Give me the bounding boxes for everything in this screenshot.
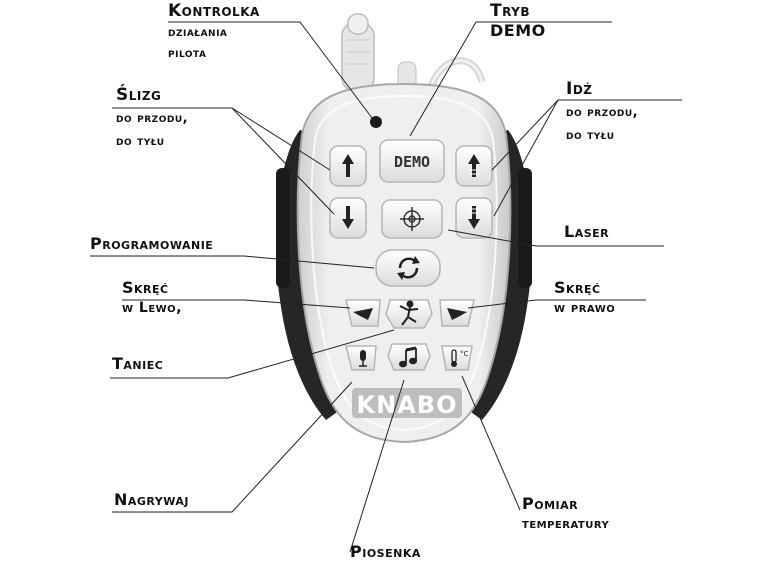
label-line: Nagrywaj <box>114 490 190 509</box>
label-kontrolka: Kontrolka działania pilota <box>168 2 260 63</box>
label-line: Skręć <box>122 278 169 297</box>
label-skrec-lewo: Skręć w Lewo, <box>122 278 182 318</box>
turn-left-button[interactable] <box>345 299 381 327</box>
brand-logo: KNABO <box>357 391 458 419</box>
label-pomiar: Pomiar temperatury <box>522 494 609 534</box>
microphone-icon <box>359 350 367 367</box>
label-idz: Idź do przodu, do tyłu <box>566 80 638 145</box>
label-line: Pomiar <box>522 494 579 513</box>
left-grip <box>276 130 340 420</box>
label-line: Kontrolka <box>168 1 260 21</box>
temperature-button[interactable]: °C <box>441 345 473 371</box>
leader-lines <box>90 21 682 553</box>
label-programowanie: Programowanie <box>90 234 213 253</box>
turn-right-icon <box>447 308 467 320</box>
label-line: w Lewo, <box>122 300 183 316</box>
walk-forward-button[interactable] <box>455 145 493 187</box>
label-taniec: Taniec <box>112 354 163 373</box>
right-grip <box>468 130 532 420</box>
music-note-icon <box>399 346 417 368</box>
slide-forward-button[interactable] <box>329 145 367 187</box>
label-piosenka: Piosenka <box>350 542 421 561</box>
turn-right-button[interactable] <box>439 299 475 327</box>
temp-unit: °C <box>460 350 469 358</box>
label-line: Ślizg <box>116 85 162 105</box>
label-line: Skręć <box>554 278 601 297</box>
crosshair-icon <box>400 207 424 231</box>
thermometer-icon <box>451 349 457 367</box>
refresh-icon <box>398 257 419 279</box>
label-skrec-prawo: Skręć w prawo <box>554 278 615 318</box>
arrow-down-icon <box>342 206 354 229</box>
arrow-up-icon <box>468 154 480 177</box>
label-line: Taniec <box>112 354 164 373</box>
label-line: temperatury <box>522 516 610 532</box>
label-line: Idź <box>566 79 593 99</box>
label-line: Piosenka <box>350 542 421 561</box>
label-line: do tyłu <box>566 128 615 143</box>
label-line: DEMO <box>490 21 546 40</box>
laser-button[interactable] <box>381 199 443 239</box>
label-line: do tyłu <box>116 134 165 149</box>
slide-back-button[interactable] <box>329 197 367 239</box>
label-line: Laser <box>564 222 610 241</box>
walk-back-button[interactable] <box>455 197 493 239</box>
arrow-up-icon <box>342 154 354 177</box>
program-button[interactable] <box>375 249 441 287</box>
arrow-down-icon <box>468 206 480 229</box>
label-tryb-demo: Tryb DEMO <box>490 1 546 41</box>
dance-icon <box>399 300 419 326</box>
label-line: Tryb <box>490 1 531 21</box>
left-side-button <box>276 168 290 288</box>
demo-button-label: DEMO <box>394 153 430 171</box>
antenna <box>341 13 375 93</box>
turn-left-icon <box>353 308 373 320</box>
label-line: Programowanie <box>90 234 214 253</box>
record-button[interactable] <box>345 345 377 371</box>
dance-button[interactable] <box>385 299 433 329</box>
demo-button[interactable]: DEMO <box>379 139 445 183</box>
song-button[interactable] <box>387 343 431 371</box>
label-slizg: Ślizg do przodu, do tyłu <box>116 86 188 151</box>
label-nagrywaj: Nagrywaj <box>114 490 189 509</box>
led-icon <box>370 116 382 128</box>
right-side-button <box>518 168 532 288</box>
brand-plate: KNABO <box>352 388 462 419</box>
label-line: działania <box>168 25 228 40</box>
label-laser: Laser <box>564 222 609 241</box>
label-line: do przodu, <box>566 105 639 120</box>
label-line: w prawo <box>554 300 616 316</box>
label-line: pilota <box>168 46 207 61</box>
label-line: do przodu, <box>116 111 189 126</box>
